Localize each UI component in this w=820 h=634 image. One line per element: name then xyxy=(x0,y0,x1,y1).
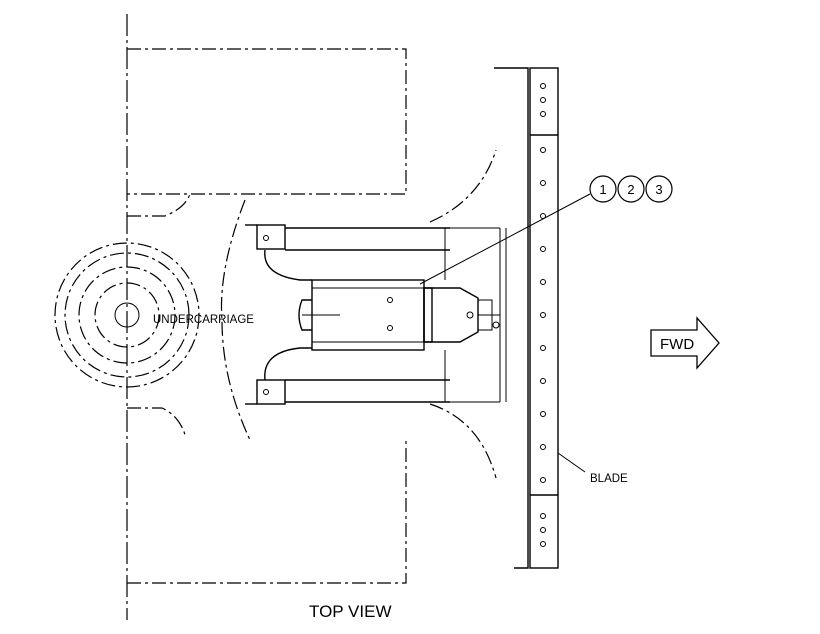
callout-leader-line xyxy=(419,193,591,285)
blade xyxy=(494,67,559,569)
undercarriage-wheel xyxy=(54,242,200,388)
push-frame xyxy=(245,224,500,405)
callout-balloons: 1 2 3 xyxy=(589,175,673,203)
center-bracket xyxy=(298,279,500,351)
callout-1-text: 1 xyxy=(599,182,606,197)
callout-balloon-3 xyxy=(645,175,673,203)
machine-body-outline xyxy=(127,48,497,584)
callout-2-text: 2 xyxy=(627,182,634,197)
fwd-label: FWD xyxy=(660,336,694,353)
callout-balloon-2 xyxy=(617,175,645,203)
callout-balloon-1 xyxy=(589,175,617,203)
view-title: TOP VIEW xyxy=(309,602,392,621)
undercarriage-label: UNDERCARRIAGE xyxy=(153,314,254,326)
blade-label: BLADE xyxy=(590,473,628,485)
callout-3-text: 3 xyxy=(655,182,662,197)
blade-leader-line xyxy=(557,452,586,473)
fwd-arrow: FWD xyxy=(650,316,720,370)
